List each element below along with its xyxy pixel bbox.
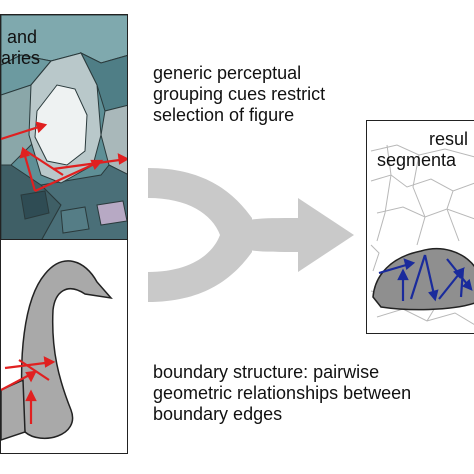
segmentation-result-label: resul segmenta bbox=[377, 129, 474, 171]
caption-line: selection of figure bbox=[153, 105, 295, 125]
caption-line: generic perceptual bbox=[153, 63, 302, 83]
label-line: and bbox=[7, 27, 38, 47]
label-line: aries bbox=[1, 48, 41, 68]
segmented-image-panel: and aries bbox=[0, 14, 128, 240]
segmentation-result-illustration bbox=[370, 144, 474, 325]
caption-line: boundary edges bbox=[153, 404, 283, 424]
merge-arrow-icon bbox=[148, 168, 354, 302]
segmented-regions-illustration bbox=[1, 15, 127, 239]
caption-line: grouping cues restrict bbox=[153, 84, 326, 104]
swan-figure-panel bbox=[0, 239, 128, 454]
segmented-image-label: and aries bbox=[1, 27, 40, 69]
resulting-segmentation-panel: resul segmenta bbox=[366, 120, 474, 334]
grouping-cues-caption: generic perceptual grouping cues restric… bbox=[153, 63, 363, 126]
label-line: resul bbox=[429, 129, 469, 149]
caption-line: geometric relationships between bbox=[153, 383, 412, 403]
boundary-structure-caption: boundary structure: pairwise geometric r… bbox=[153, 362, 473, 425]
swan-figure-illustration bbox=[1, 260, 113, 441]
label-line: segmenta bbox=[377, 150, 457, 170]
caption-line: boundary structure: pairwise bbox=[153, 362, 380, 382]
